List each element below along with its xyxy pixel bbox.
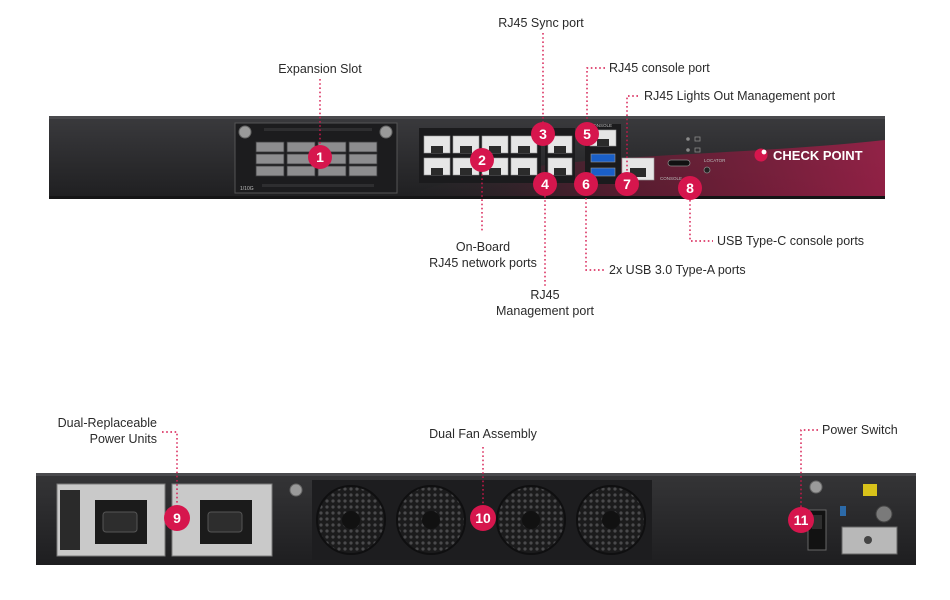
status-led-icon xyxy=(686,137,690,141)
psu-1 xyxy=(56,483,166,557)
label-mgmt-line1: RJ45 xyxy=(530,288,559,302)
console-c-mark: CONSOLE xyxy=(660,176,682,181)
expansion-module: 1/10G xyxy=(234,122,398,194)
svg-text:6: 6 xyxy=(582,176,590,192)
brand-logo: CHECK POINT xyxy=(754,148,863,163)
thumbscrew-icon xyxy=(238,125,252,139)
callout-badge-1: 1 xyxy=(308,145,332,169)
fan-icon xyxy=(316,485,386,555)
svg-text:11: 11 xyxy=(794,512,809,528)
usbc-led-block: CONSOLE LOCATOR xyxy=(660,136,726,181)
callout-badge-3: 3 xyxy=(531,122,555,146)
svg-text:2: 2 xyxy=(478,152,486,168)
svg-text:7: 7 xyxy=(623,176,631,192)
label-onboard-line1: On-Board xyxy=(456,240,510,254)
status-led-icon xyxy=(694,147,701,153)
callout-badge-7: 7 xyxy=(615,172,639,196)
leader-lines xyxy=(162,33,818,508)
front-panel: 1/10G xyxy=(49,116,885,199)
label-psu-line1: Dual-Replaceable xyxy=(58,416,157,430)
svg-text:1: 1 xyxy=(316,149,324,165)
thumbscrew-icon xyxy=(379,125,393,139)
svg-text:5: 5 xyxy=(583,126,591,142)
fan-icon xyxy=(396,485,466,555)
label-fan: Dual Fan Assembly xyxy=(429,427,537,441)
svg-text:10: 10 xyxy=(475,510,491,526)
svg-text:9: 9 xyxy=(173,510,181,526)
label-rj45-lom: RJ45 Lights Out Management port xyxy=(644,89,836,103)
label-usb-a: 2x USB 3.0 Type-A ports xyxy=(609,263,746,277)
screw-icon xyxy=(809,480,823,494)
sfp-speed-mark: 1/10G xyxy=(240,186,254,192)
label-rj45-console: RJ45 console port xyxy=(609,61,710,75)
label-psu-line2: Power Units xyxy=(90,432,157,446)
callout-badge-2: 2 xyxy=(470,148,494,172)
fan-icon xyxy=(496,485,566,555)
label-expansion-slot: Expansion Slot xyxy=(278,62,362,76)
callout-badge-6: 6 xyxy=(574,172,598,196)
label-rj45-sync: RJ45 Sync port xyxy=(498,16,584,30)
status-led-icon xyxy=(686,148,690,152)
fan-icon xyxy=(576,485,646,555)
callout-badge-9: 9 xyxy=(164,505,190,531)
locator-button-icon xyxy=(703,166,711,174)
callout-badge-4: 4 xyxy=(533,172,557,196)
psu-2 xyxy=(171,483,273,557)
callout-badge-8: 8 xyxy=(678,176,702,200)
label-mgmt-line2: Management port xyxy=(496,304,595,318)
svg-text:8: 8 xyxy=(686,180,694,196)
label-usb-c: USB Type-C console ports xyxy=(717,234,864,248)
callout-badges: 1 2 3 4 5 6 7 8 9 10 11 xyxy=(164,122,814,533)
brand-wordmark: CHECK POINT xyxy=(773,148,863,163)
label-onboard-line2: RJ45 network ports xyxy=(429,256,537,270)
labels: Expansion Slot RJ45 Sync port RJ45 conso… xyxy=(58,16,898,446)
locator-mark: LOCATOR xyxy=(704,158,726,163)
callout-badge-11: 11 xyxy=(788,507,814,533)
svg-text:4: 4 xyxy=(541,176,549,192)
ground-terminal-icon xyxy=(875,505,893,523)
svg-text:3: 3 xyxy=(539,126,547,142)
status-led-icon xyxy=(694,136,701,142)
label-power-switch: Power Switch xyxy=(822,423,898,437)
callout-badge-10: 10 xyxy=(470,505,496,531)
console-mark: CONSOLE xyxy=(590,123,612,128)
screw-icon xyxy=(289,483,303,497)
callout-badge-5: 5 xyxy=(575,122,599,146)
